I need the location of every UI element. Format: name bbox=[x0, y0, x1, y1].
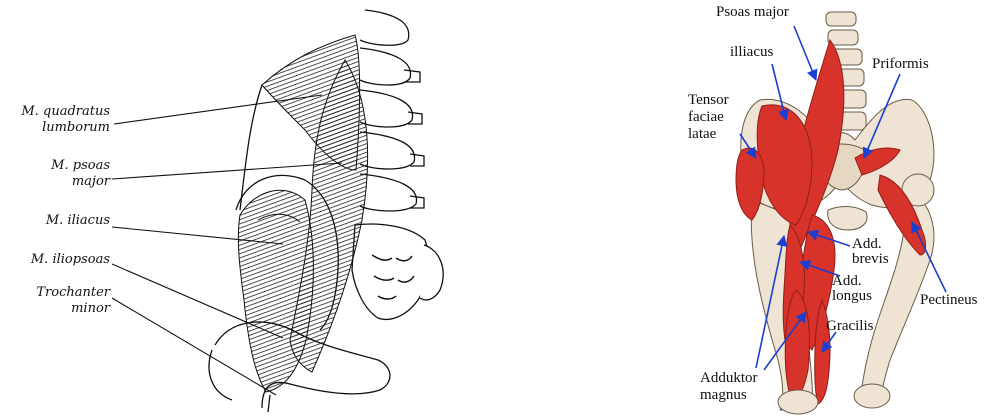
left-illustration bbox=[112, 10, 443, 412]
sacrum bbox=[352, 224, 429, 319]
lumbar-vertebrae bbox=[360, 10, 424, 211]
label-add-brevis: Add. brevis bbox=[852, 237, 889, 267]
label-gracilis: Gracilis bbox=[826, 318, 873, 335]
label-psoas-major-right: Psoas major bbox=[716, 4, 789, 21]
label-adduktor-magnus: Adduktor magnus bbox=[700, 370, 758, 404]
label-pectineus: Pectineus bbox=[920, 292, 978, 309]
label-trochanter-minor: Trochanter minor bbox=[0, 285, 110, 317]
label-iliopsoas: M. iliopsoas bbox=[0, 252, 110, 268]
label-tensor-faciae-latae: Tensor faciae latae bbox=[688, 92, 729, 143]
label-psoas-major-left: M. psoas major bbox=[0, 158, 110, 190]
label-add-longus: Add. longus bbox=[832, 274, 872, 304]
label-quadratus-lumborum: M. quadratus lumborum bbox=[0, 104, 110, 136]
label-iliacus: M. iliacus bbox=[0, 213, 110, 229]
label-priformis: Priformis bbox=[872, 56, 929, 73]
label-illiacus: illiacus bbox=[730, 44, 773, 61]
